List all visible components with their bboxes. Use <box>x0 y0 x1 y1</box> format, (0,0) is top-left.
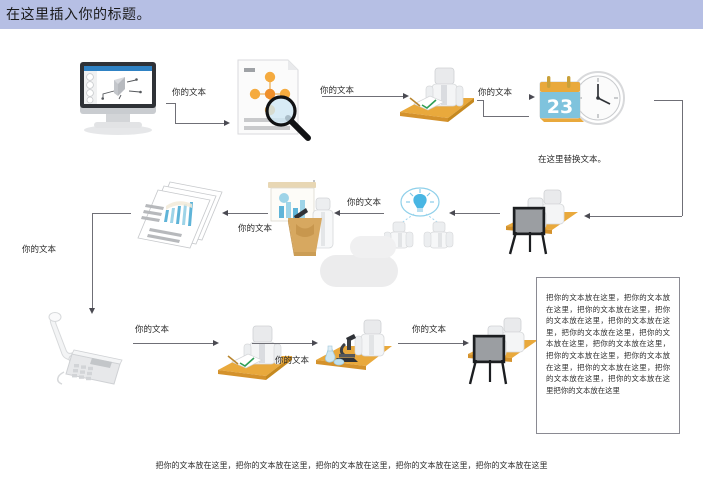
connector-n9-n10-arrow <box>213 339 219 346</box>
connector-n8-n9-seg2 <box>92 213 93 308</box>
page-title: 在这里插入你的标题。 <box>6 7 151 23</box>
notes-textbox-body: 把你的文本放在这里，把你的文本放在这里，把你的文本放在这里，把你的文本放在这里，… <box>546 293 670 395</box>
connector-n4-n5-seg3 <box>590 216 682 217</box>
easel-meeting-icon <box>506 189 578 255</box>
flow-label-10: 你的文本 <box>412 325 447 335</box>
microscope-lab-icon <box>316 319 392 370</box>
flow-label-9: 你的文本 <box>275 356 310 366</box>
flow-label-4: 在这里替换文本。 <box>538 155 607 165</box>
connector-n1-n2-seg3 <box>175 123 224 124</box>
connector-n3-n4-seg1 <box>477 100 483 101</box>
decorative-shadow-blob <box>320 255 398 287</box>
connector-n1-n2-seg2 <box>175 103 176 123</box>
flow-label-7: 你的文本 <box>22 245 57 255</box>
decorative-shadow-blob-2 <box>350 236 396 258</box>
connector-n7-n8-line <box>228 213 268 214</box>
desktop-monitor-diagram-icon <box>80 62 156 135</box>
connector-n4-n5-seg1 <box>654 100 682 101</box>
report-stack-icon <box>137 181 223 249</box>
connector-n11-n12-arrow <box>463 339 469 346</box>
connector-n3-n4-seg3 <box>483 116 529 117</box>
podium-presentation-icon <box>268 180 334 256</box>
notes-textbox[interactable]: 把你的文本放在这里，把你的文本放在这里，把你的文本放在这里，把你的文本放在这里，… <box>536 277 680 434</box>
flow-label-5: 你的文本 <box>347 198 382 208</box>
connector-n3-n4-arrow <box>529 93 535 100</box>
flow-label-2: 你的文本 <box>320 86 355 96</box>
bottom-caption: 把你的文本放在这里，把你的文本放在这里，把你的文本放在这里，把你的文本放在这里，… <box>155 461 548 470</box>
connector-n7-n8-arrow <box>222 209 228 216</box>
connector-n3-n4-seg2 <box>483 100 484 116</box>
connector-n6-n7-arrow <box>334 209 340 216</box>
connector-n10-n11-line <box>252 343 312 344</box>
flow-label-3: 你的文本 <box>478 88 513 98</box>
connector-n2-n3-arrow <box>403 92 409 99</box>
calendar-day-number: 23 <box>547 96 573 118</box>
document-magnifier-icon <box>237 59 311 141</box>
connector-n8-n9-seg1 <box>92 213 131 214</box>
connector-n5-n6-arrow <box>449 209 455 216</box>
flow-label-6: 你的文本 <box>238 224 273 234</box>
connector-n2-n3-line <box>322 96 403 97</box>
connector-n5-n6-line <box>455 213 500 214</box>
person-desk-writing-2-icon <box>218 325 292 380</box>
connector-n9-n10-line <box>133 343 213 344</box>
connector-n4-n5-arrow <box>584 212 590 219</box>
connector-n1-n2-seg1 <box>166 103 175 104</box>
connector-n8-n9-arrow <box>88 308 95 314</box>
connector-n6-n7-line <box>340 213 384 214</box>
flow-label-1: 你的文本 <box>172 88 207 98</box>
connector-n10-n11-arrow <box>312 339 318 346</box>
connector-n11-n12-line <box>398 343 463 344</box>
connector-n4-n5-seg2 <box>682 100 683 216</box>
telephone-icon <box>48 312 123 385</box>
flow-label-8: 你的文本 <box>135 325 170 335</box>
slide-title-bar: 在这里插入你的标题。 <box>0 0 703 30</box>
person-desk-writing-icon <box>400 67 474 122</box>
calendar-clock-icon: 23 <box>539 71 625 125</box>
connector-n1-n2-arrow <box>224 119 230 126</box>
easel-meeting-2-icon <box>468 317 538 385</box>
